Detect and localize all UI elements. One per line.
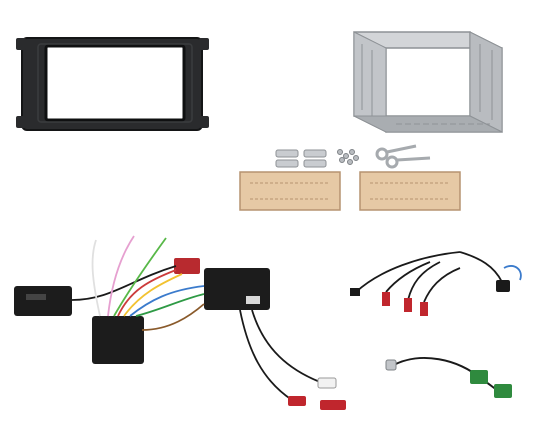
side-brackets xyxy=(239,171,461,211)
release-keys xyxy=(375,144,431,169)
mounting-clips xyxy=(275,149,327,168)
aux-patch-lead xyxy=(350,251,522,316)
metal-cage xyxy=(353,31,503,133)
antenna-adapter xyxy=(385,356,512,398)
screws xyxy=(337,149,359,165)
double-din-fascia xyxy=(16,37,209,131)
steering-interface xyxy=(14,235,346,410)
